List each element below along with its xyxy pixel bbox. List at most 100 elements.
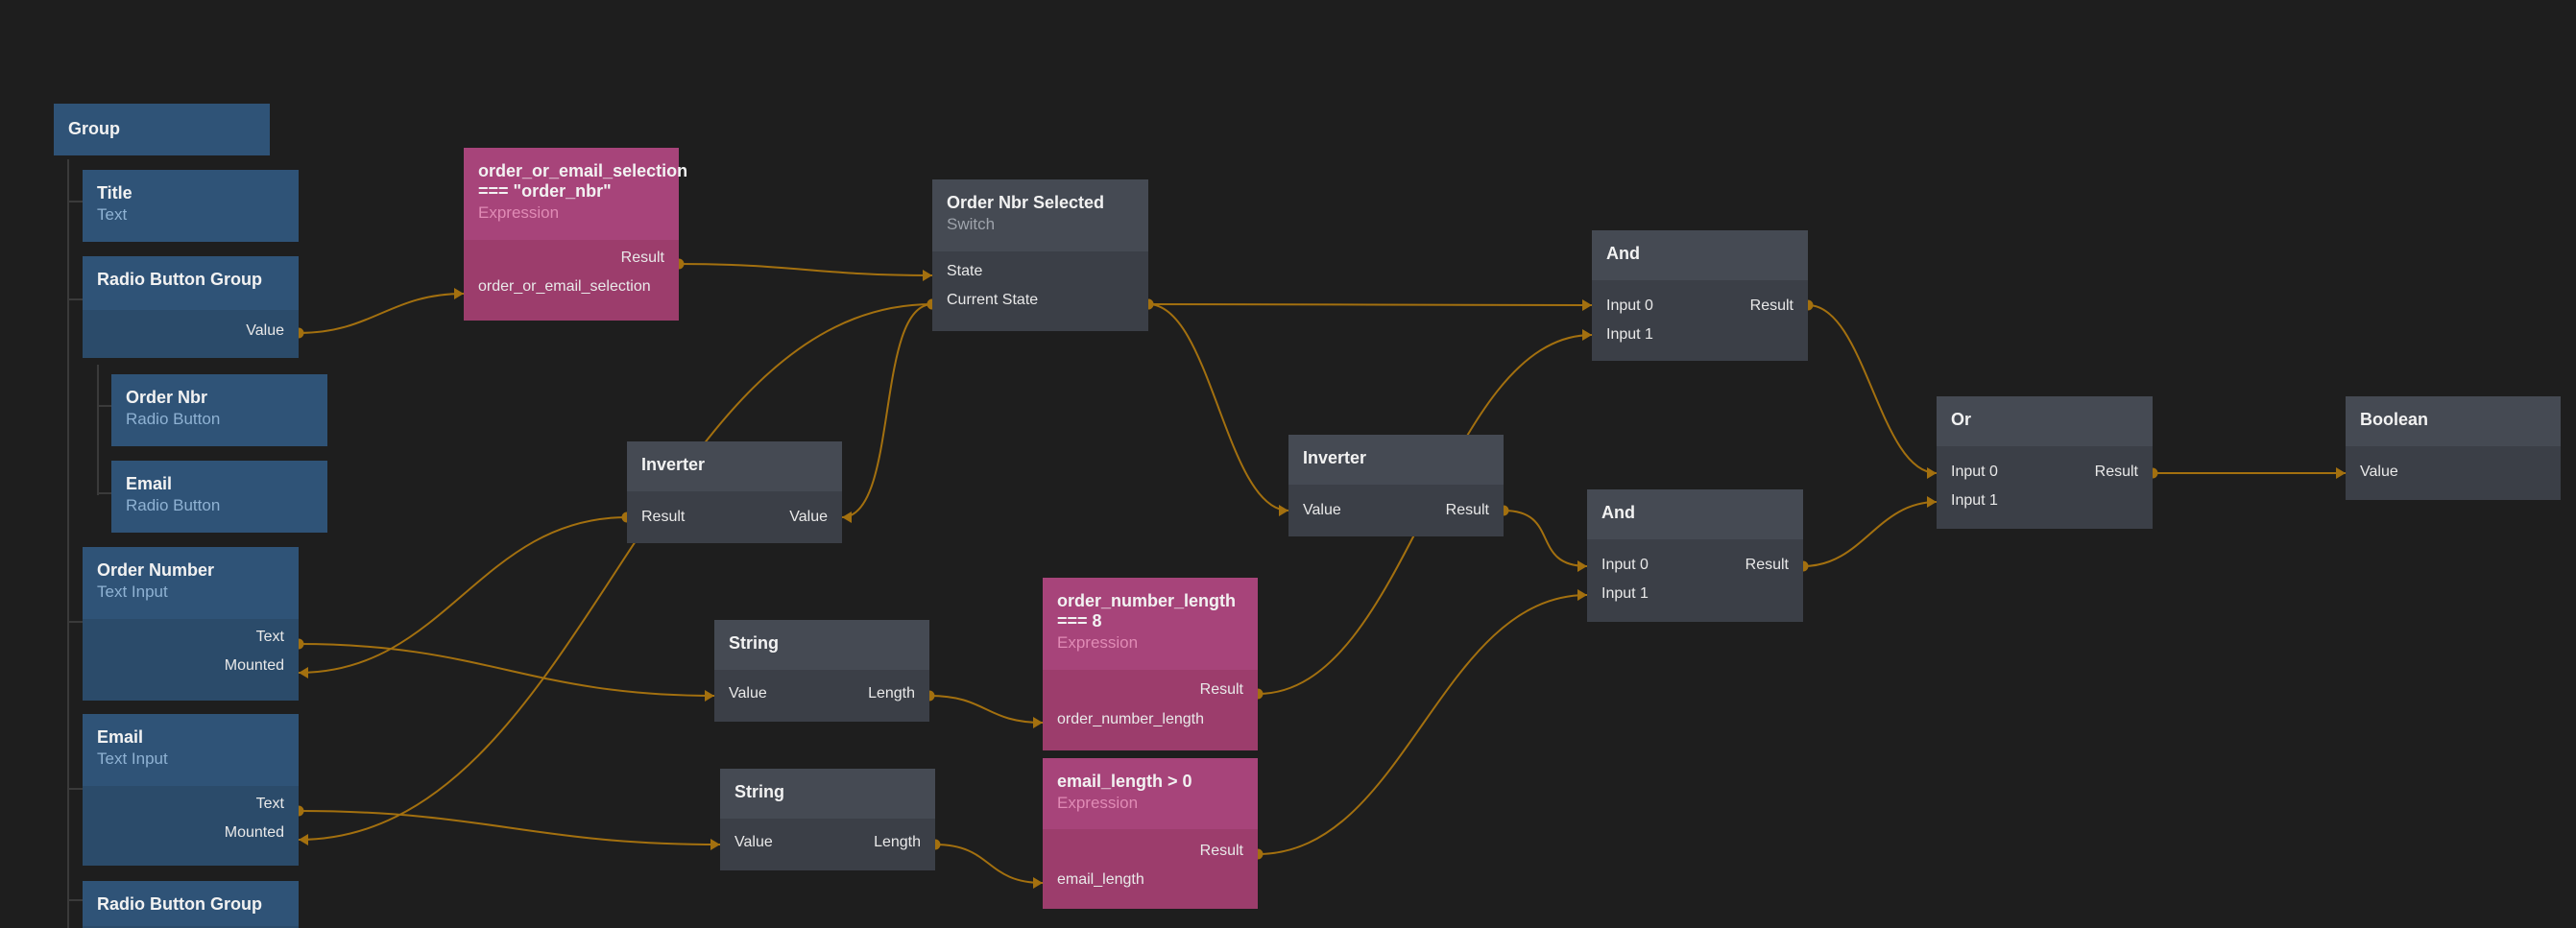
port-result[interactable]: Result xyxy=(621,250,664,267)
node-title: order_or_email_selection === "order_nbr" xyxy=(478,161,664,202)
port-arrow[interactable] xyxy=(710,839,720,850)
node-expression-order-length[interactable]: order_number_length === 8 Expression Res… xyxy=(1043,578,1258,750)
port-arrow[interactable] xyxy=(299,834,308,845)
node-title: Email xyxy=(126,474,313,494)
port-arrow[interactable] xyxy=(454,288,464,299)
port-length[interactable]: Length xyxy=(874,834,921,851)
connection-wire xyxy=(299,517,627,673)
node-boolean[interactable]: Boolean Value xyxy=(2346,396,2561,500)
node-or[interactable]: Or Input 0 Result Input 1 xyxy=(1937,396,2153,529)
port-arrow[interactable] xyxy=(842,512,852,523)
port-arrow[interactable] xyxy=(923,270,932,281)
port-input-0[interactable]: Input 0 xyxy=(1951,464,1998,481)
port-arrow[interactable] xyxy=(1033,877,1043,889)
node-expression-selection[interactable]: order_or_email_selection === "order_nbr"… xyxy=(464,148,679,321)
node-title: String xyxy=(729,633,915,654)
port-value[interactable]: Value xyxy=(789,509,828,526)
port-result[interactable]: Result xyxy=(1200,681,1243,699)
port-result[interactable]: Result xyxy=(1200,843,1243,860)
port-input-0[interactable]: Input 0 xyxy=(1601,557,1649,574)
connection-wire xyxy=(929,696,1043,723)
connection-wire xyxy=(935,845,1043,883)
node-title: Order Number xyxy=(97,560,284,581)
connection-wire xyxy=(1258,595,1587,854)
port-arrow[interactable] xyxy=(1577,589,1587,601)
port-input-0[interactable]: Input 0 xyxy=(1606,297,1653,315)
port-result[interactable]: Result xyxy=(1446,502,1489,519)
port-arrow[interactable] xyxy=(1927,467,1937,479)
node-title-text[interactable]: Title Text xyxy=(83,170,299,242)
port-text[interactable]: Text xyxy=(256,796,284,813)
node-order-nbr-radio[interactable]: Order Nbr Radio Button xyxy=(111,374,327,446)
node-subtitle: Text Input xyxy=(97,750,284,769)
connection-wire xyxy=(299,644,714,696)
node-subtitle: Text xyxy=(97,205,284,225)
port-arrow[interactable] xyxy=(1033,717,1043,728)
connection-wire xyxy=(299,304,932,840)
port-input-1[interactable]: Input 1 xyxy=(1606,326,1653,344)
node-inverter-1[interactable]: Inverter Result Value xyxy=(627,441,842,543)
port-length[interactable]: Length xyxy=(868,685,915,702)
connection-wire xyxy=(1148,304,1288,511)
port-input-1[interactable]: Input 1 xyxy=(1601,585,1649,603)
node-switch-order-nbr-selected[interactable]: Order Nbr Selected Switch State Current … xyxy=(932,179,1148,331)
port-arrow[interactable] xyxy=(1927,496,1937,508)
node-title: Inverter xyxy=(641,455,828,475)
connection-wire xyxy=(1148,304,1592,305)
port-arrow[interactable] xyxy=(299,667,308,678)
port-result[interactable]: Result xyxy=(1745,557,1789,574)
connection-wire xyxy=(1803,502,1937,566)
node-inverter-2[interactable]: Inverter Value Result xyxy=(1288,435,1504,536)
port-arrow[interactable] xyxy=(1582,299,1592,311)
node-title: Inverter xyxy=(1303,448,1489,468)
node-string-2[interactable]: String Value Length xyxy=(720,769,935,870)
node-title: Group xyxy=(68,119,255,139)
node-title: String xyxy=(734,782,921,802)
connection-wire xyxy=(842,304,932,517)
port-current-state[interactable]: Current State xyxy=(947,292,1038,309)
port-value[interactable]: Value xyxy=(246,322,284,340)
node-and-2[interactable]: And Input 0 Result Input 1 xyxy=(1587,489,1803,622)
node-radio-button-group[interactable]: Radio Button Group Value xyxy=(83,256,299,358)
port-input-1[interactable]: Input 1 xyxy=(1951,492,1998,510)
node-title: Radio Button Group xyxy=(97,894,284,915)
node-radio-button-group-2[interactable]: Radio Button Group xyxy=(83,881,299,928)
port-input[interactable]: email_length xyxy=(1057,871,1144,889)
port-result[interactable]: Result xyxy=(1750,297,1794,315)
connection-wire xyxy=(1504,511,1587,566)
node-title: And xyxy=(1601,503,1789,523)
port-text[interactable]: Text xyxy=(256,629,284,646)
node-title: order_number_length === 8 xyxy=(1057,591,1243,631)
port-input[interactable]: order_or_email_selection xyxy=(478,278,651,296)
node-subtitle: Text Input xyxy=(97,583,284,602)
node-email-radio[interactable]: Email Radio Button xyxy=(111,461,327,533)
port-arrow[interactable] xyxy=(1279,505,1288,516)
node-order-number-input[interactable]: Order Number Text Input Text Mounted xyxy=(83,547,299,701)
node-title: Boolean xyxy=(2360,410,2546,430)
port-value[interactable]: Value xyxy=(734,834,773,851)
port-value[interactable]: Value xyxy=(1303,502,1341,519)
node-group[interactable]: Group xyxy=(54,104,270,155)
port-arrow[interactable] xyxy=(1577,560,1587,572)
port-mounted[interactable]: Mounted xyxy=(225,824,284,842)
port-result[interactable]: Result xyxy=(641,509,685,526)
node-title: Radio Button Group xyxy=(97,270,284,290)
port-value[interactable]: Value xyxy=(729,685,767,702)
node-string-1[interactable]: String Value Length xyxy=(714,620,929,722)
node-subtitle: Expression xyxy=(478,203,664,223)
port-arrow[interactable] xyxy=(705,690,714,702)
port-arrow[interactable] xyxy=(2336,467,2346,479)
port-result[interactable]: Result xyxy=(2095,464,2138,481)
port-mounted[interactable]: Mounted xyxy=(225,657,284,675)
port-arrow[interactable] xyxy=(1582,329,1592,341)
connection-wire xyxy=(1808,305,1937,473)
node-email-input[interactable]: Email Text Input Text Mounted xyxy=(83,714,299,866)
node-subtitle: Expression xyxy=(1057,794,1243,813)
port-state[interactable]: State xyxy=(947,263,982,280)
node-and-1[interactable]: And Input 0 Result Input 1 xyxy=(1592,230,1808,361)
connection-wire xyxy=(299,294,464,333)
port-value[interactable]: Value xyxy=(2360,464,2398,481)
node-expression-email-length[interactable]: email_length > 0 Expression Result email… xyxy=(1043,758,1258,909)
port-input[interactable]: order_number_length xyxy=(1057,711,1204,728)
